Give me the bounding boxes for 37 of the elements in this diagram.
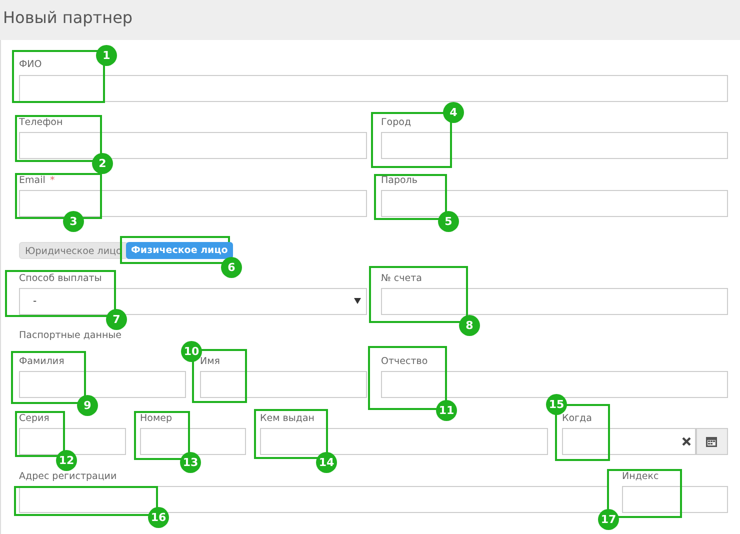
field-label: Когда: [562, 413, 592, 425]
field-label: Адрес регистрации: [19, 471, 117, 483]
field-label: Пароль: [381, 175, 418, 187]
callout-number: 8: [459, 315, 480, 336]
field-label: Город: [381, 117, 412, 129]
dropdown-field: -: [19, 288, 367, 315]
callout-number: 15: [546, 394, 567, 415]
callout-number: 3: [63, 211, 84, 232]
field-label: Серия: [19, 413, 50, 425]
callout-number: 14: [316, 452, 337, 473]
field-label: Способ выплаты: [19, 273, 102, 285]
callout-number: 6: [221, 257, 242, 278]
callout-number: 13: [180, 452, 201, 473]
callout-number: 11: [436, 400, 457, 421]
field-label: Email: [19, 175, 46, 187]
field-label: Отчество: [381, 356, 428, 368]
field-label: ФИО: [19, 59, 42, 71]
field-label: Имя: [200, 356, 220, 368]
callout-number: 1: [96, 45, 117, 66]
callout-number: 4: [443, 102, 464, 123]
callout-number: 9: [77, 395, 98, 416]
callout-number: 12: [56, 450, 77, 471]
callout-number: 5: [438, 211, 459, 232]
required-mark: *: [50, 175, 55, 187]
callout-number: 16: [148, 507, 169, 528]
field-label: Номер: [140, 413, 172, 425]
field-label: Паспортные данные: [19, 330, 122, 342]
toggle-option: Физическое лицо: [126, 242, 233, 259]
field-label: Кем выдан: [260, 413, 314, 425]
field-label: Телефон: [19, 117, 63, 129]
field-label: № счета: [381, 273, 422, 285]
callout-number: 10: [181, 341, 202, 362]
field-label: Индекс: [622, 471, 659, 483]
callout-number: 7: [106, 309, 127, 330]
field-label: Фамилия: [19, 356, 64, 368]
callout-number: 17: [598, 509, 619, 530]
page-title: Новый партнер: [3, 8, 133, 27]
